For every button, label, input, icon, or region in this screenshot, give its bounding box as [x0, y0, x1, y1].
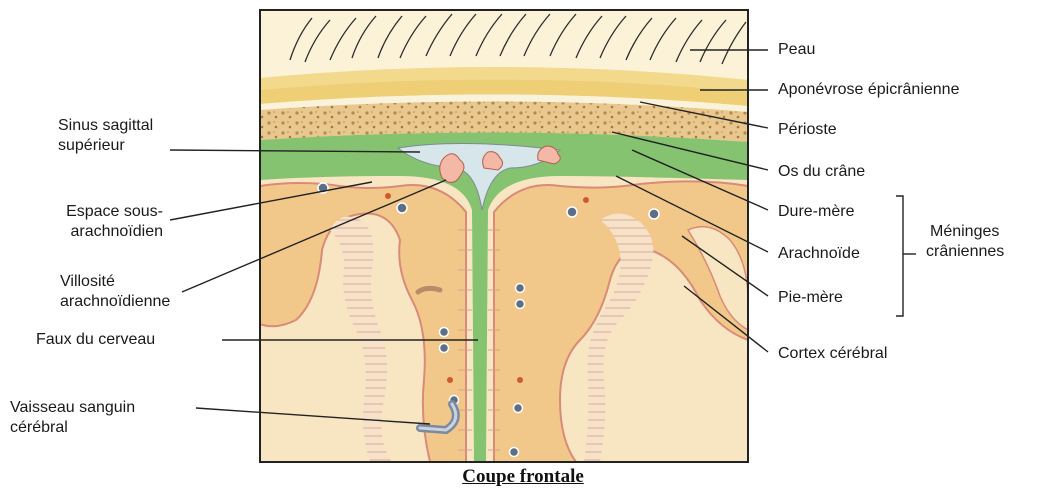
label-sinus-line1: Sinus sagittal — [58, 116, 153, 136]
figure-caption: Coupe frontale — [383, 466, 663, 488]
label-villosite-line1: Villosité — [60, 272, 115, 292]
label-aponevrose: Aponévrose épicrânienne — [778, 80, 959, 100]
label-vaisseau-line2: cérébral — [10, 418, 68, 438]
section-illustration — [260, 10, 748, 462]
label-arachnoide: Arachnoïde — [778, 244, 860, 264]
label-peau: Peau — [778, 40, 815, 60]
label-pie-mere: Pie-mère — [778, 288, 843, 308]
label-espace-line1: Espace sous- — [66, 202, 163, 222]
label-espace-line2: arachnoïdien — [70, 222, 163, 242]
label-os: Os du crâne — [778, 162, 865, 182]
label-cortex: Cortex cérébral — [778, 344, 887, 364]
label-meninges-line1: Méninges — [930, 222, 999, 242]
label-vaisseau-line1: Vaisseau sanguin — [10, 398, 135, 418]
label-villosite-line2: arachnoïdienne — [60, 292, 170, 312]
label-dure-mere: Dure-mère — [778, 202, 854, 222]
label-meninges-line2: crâniennes — [926, 242, 1004, 262]
label-sinus-line2: supérieur — [58, 136, 125, 156]
label-faux: Faux du cerveau — [36, 330, 155, 350]
label-perioste: Périoste — [778, 120, 837, 140]
meninges-bracket — [896, 196, 903, 316]
